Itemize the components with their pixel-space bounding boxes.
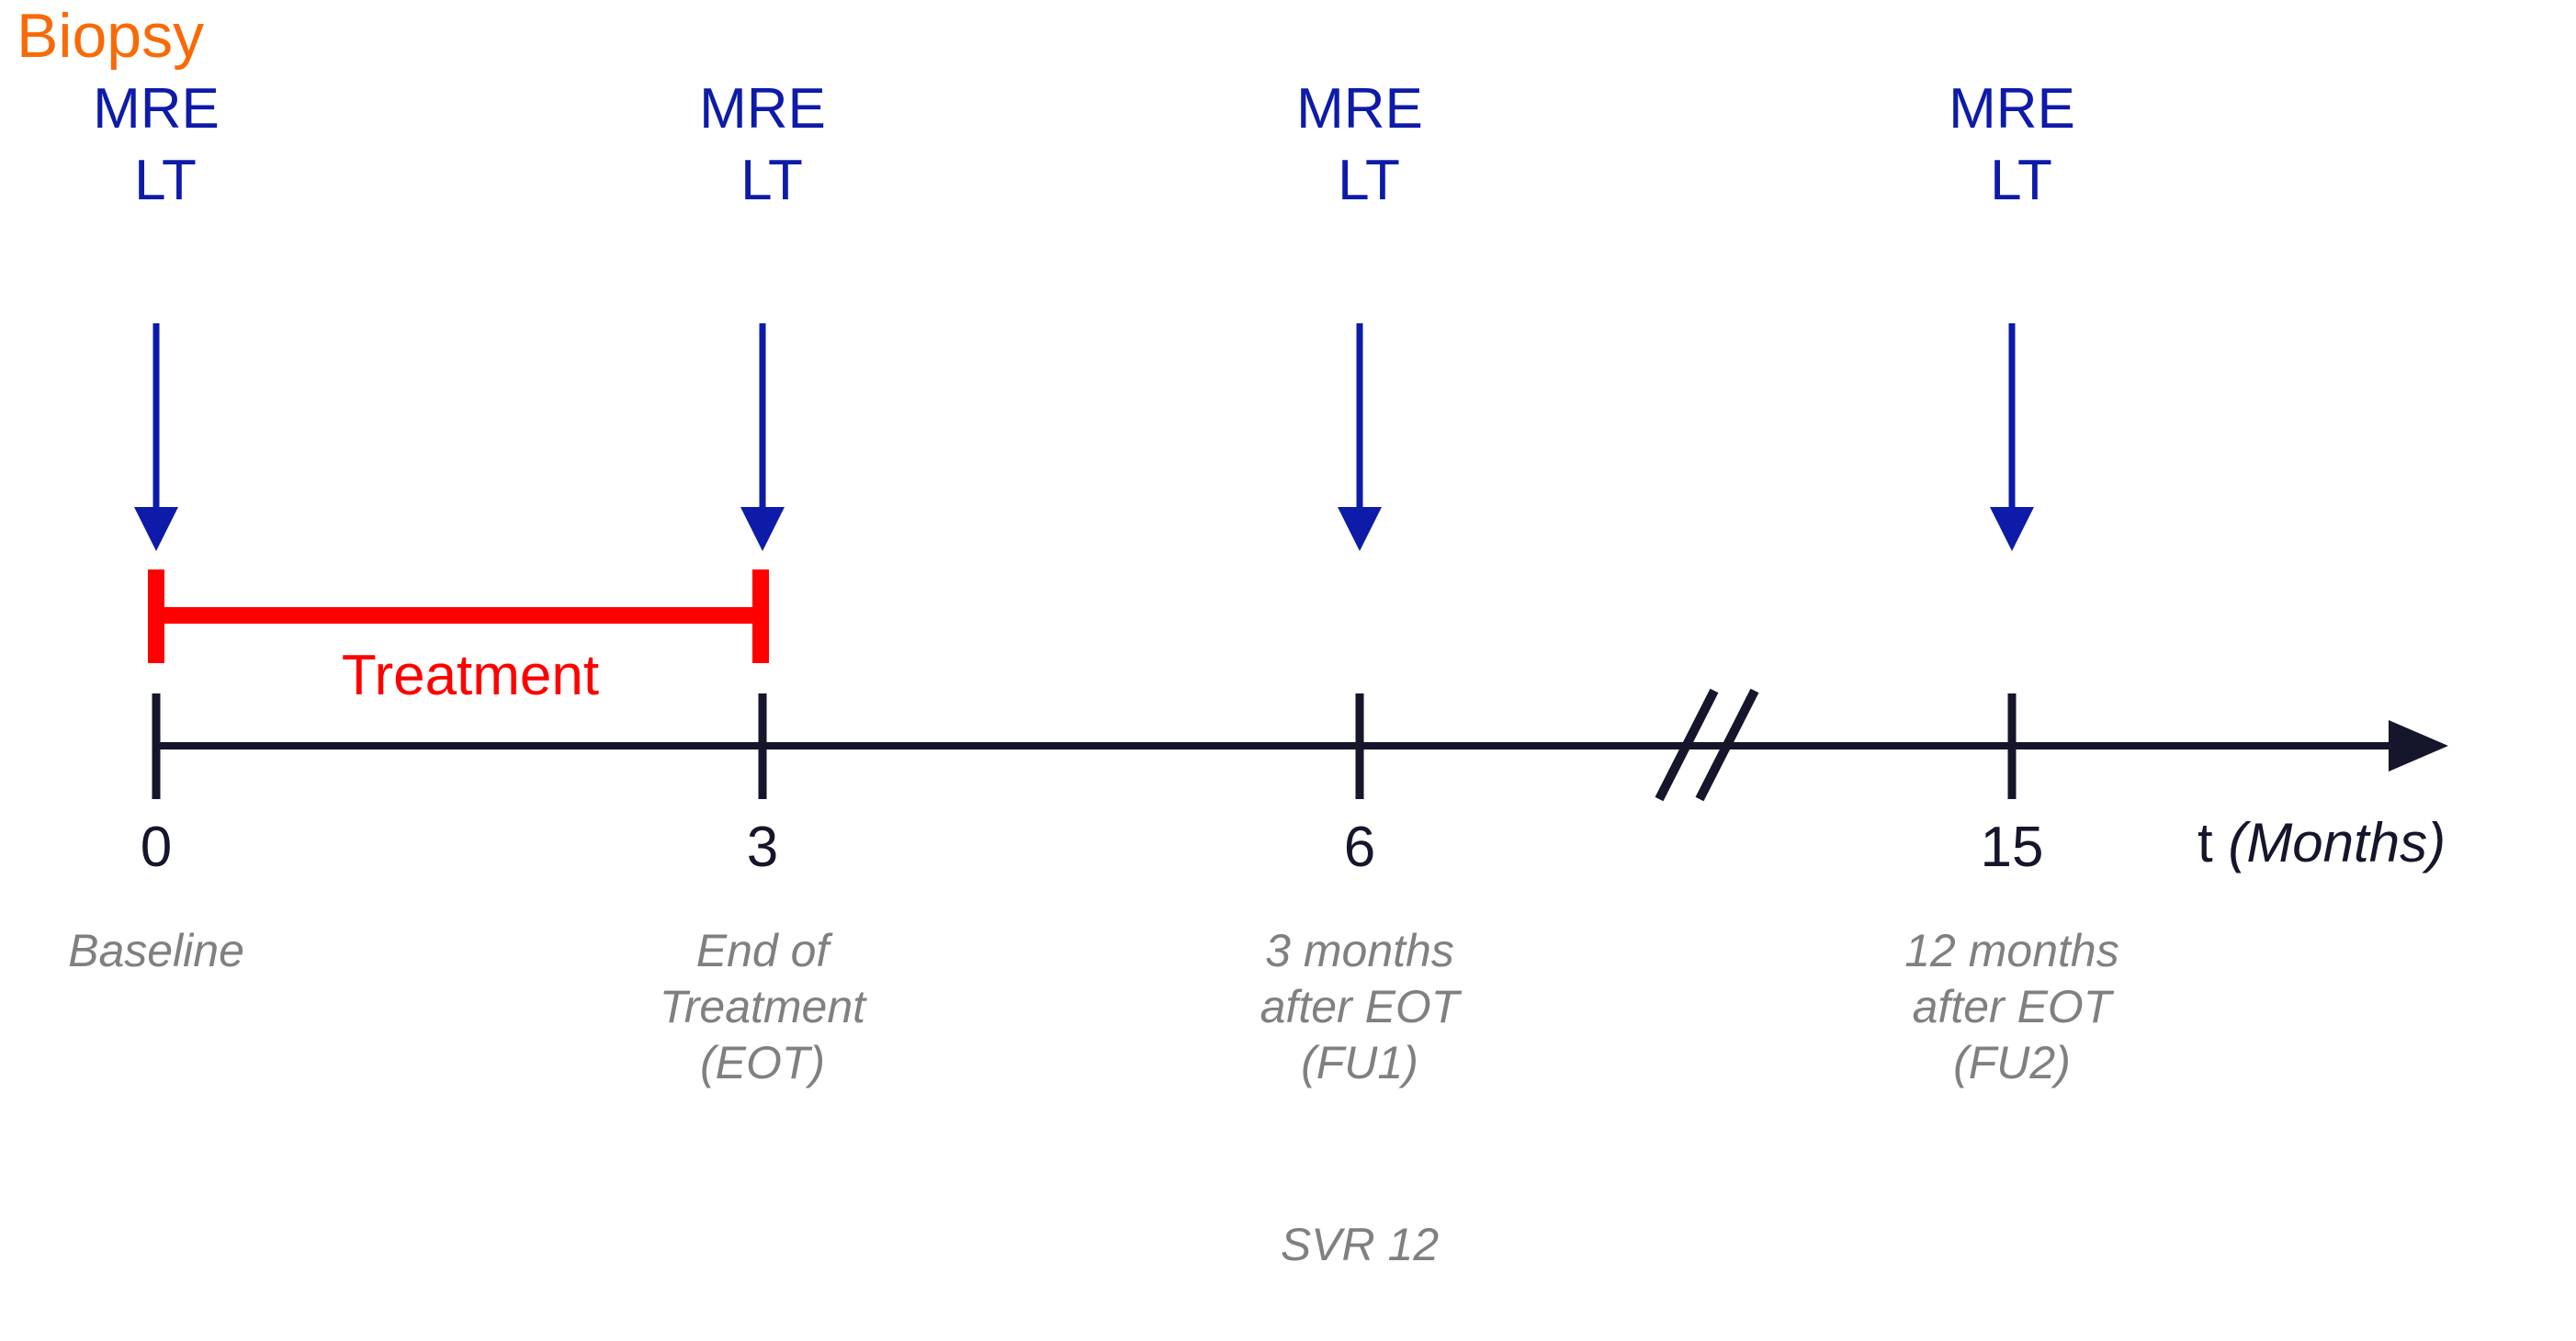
lt-label-eot: LT bbox=[740, 149, 803, 212]
caption-eot: End of Treatment (EOT) bbox=[659, 925, 866, 1088]
lt-label-fu1: LT bbox=[1338, 149, 1400, 212]
mre-label-baseline: MRE bbox=[93, 77, 220, 141]
mre-label-fu2: MRE bbox=[1949, 77, 2075, 141]
axis-break-icon bbox=[1655, 688, 1759, 802]
biopsy-label: Biopsy bbox=[17, 1, 205, 71]
caption-baseline: Baseline bbox=[68, 925, 244, 976]
axis-title-symbol: t bbox=[2198, 812, 2229, 873]
assessment-arrow-fu2 bbox=[1990, 323, 2034, 551]
assessment-arrow-baseline bbox=[134, 323, 178, 551]
caption-fu1: 3 months after EOT (FU1) bbox=[1260, 925, 1460, 1088]
tick-label-3: 3 bbox=[746, 816, 779, 879]
svr-label: SVR 12 bbox=[1280, 1219, 1440, 1270]
lt-label-baseline: LT bbox=[134, 149, 197, 212]
mre-label-eot: MRE bbox=[699, 77, 826, 141]
tick-label-0: 0 bbox=[140, 816, 173, 879]
axis-title-unit: (Months) bbox=[2228, 812, 2446, 873]
mre-label-fu1: MRE bbox=[1296, 77, 1423, 141]
assessment-arrow-fu1 bbox=[1338, 323, 1382, 551]
lt-label-fu2: LT bbox=[1990, 149, 2052, 212]
assessment-arrow-eot bbox=[740, 323, 785, 551]
treatment-label: Treatment bbox=[341, 644, 600, 707]
caption-fu2: 12 months after EOT (FU2) bbox=[1904, 925, 2119, 1088]
tick-label-6: 6 bbox=[1343, 816, 1376, 879]
time-axis bbox=[156, 720, 2448, 772]
tick-label-15: 15 bbox=[1980, 816, 2044, 879]
axis-title: t (Months) bbox=[2198, 816, 2446, 871]
